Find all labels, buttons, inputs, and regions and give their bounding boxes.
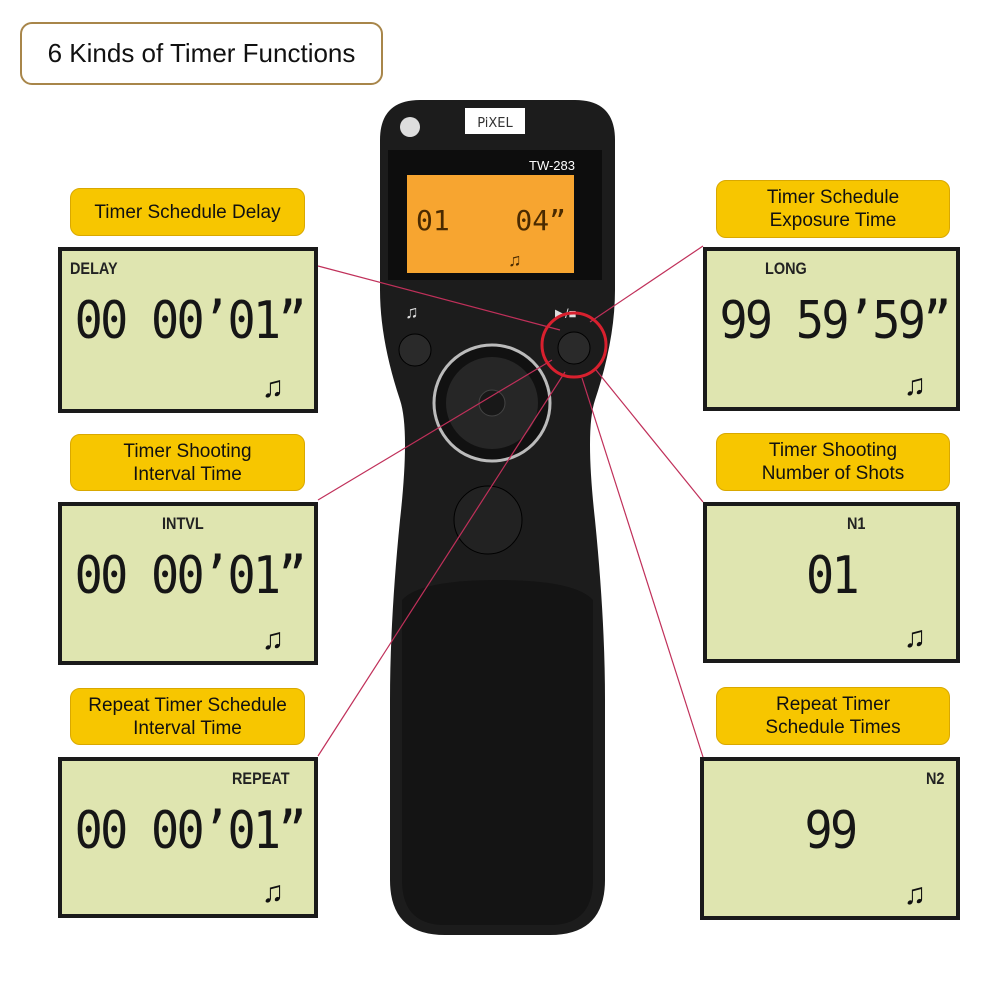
sound-button-icon: ♫ <box>405 302 419 322</box>
pointer-line <box>595 369 704 503</box>
remote-lcd <box>407 175 574 273</box>
pointer-line <box>589 245 704 323</box>
label-exposure-time: Timer Schedule Exposure Time <box>716 180 950 238</box>
label-number-of-shots: Timer Shooting Number of Shots <box>716 433 950 491</box>
lcd-mode: REPEAT <box>232 769 290 788</box>
shutter-button <box>453 485 523 555</box>
lcd-long: LONG 99 59’59” ♫ <box>703 247 960 411</box>
music-note-icon: ♫ <box>903 621 927 654</box>
music-note-icon: ♫ <box>903 369 927 402</box>
lcd-delay: DELAY 00 00’01” ♫ <box>58 247 318 413</box>
remote-control: PiXEL TW-283 01 04” ♫ ♫ ▶/■ <box>380 100 615 935</box>
lcd-mode: N1 <box>847 514 866 533</box>
label-timer-shooting-interval: Timer Shooting Interval Time <box>70 434 305 491</box>
lcd-value: 99 59’59” <box>719 291 951 351</box>
led-icon <box>400 117 420 137</box>
music-note-icon: ♫ <box>261 876 285 909</box>
grip <box>402 580 593 925</box>
remote-lcd-right: 04” <box>515 204 566 237</box>
lcd-value: 99 <box>804 801 859 861</box>
brand-logo <box>465 108 525 134</box>
music-note-icon: ♫ <box>508 250 522 270</box>
music-note-icon: ♫ <box>261 623 285 656</box>
remote-lcd-left: 01 <box>416 204 450 237</box>
pointer-line <box>581 377 704 758</box>
title-box: 6 Kinds of Timer Functions <box>20 22 383 85</box>
lcd-n2: N2 99 ♫ <box>700 757 960 920</box>
lcd-value: 00 00’01” <box>74 546 307 606</box>
lcd-intvl: INTVL 00 00’01” ♫ <box>58 502 318 665</box>
pointer-line <box>317 371 566 757</box>
lcd-value: 00 00’01” <box>74 801 307 861</box>
label-repeat-interval: Repeat Timer Schedule Interval Time <box>70 688 305 745</box>
start-stop-button <box>557 331 591 365</box>
model-text: TW-283 <box>529 158 575 173</box>
lcd-value: 01 <box>806 546 860 606</box>
lcd-value: 00 00’01” <box>74 291 307 351</box>
lcd-mode: DELAY <box>70 259 118 278</box>
highlight-circle <box>540 311 608 379</box>
lcd-n1: N1 01 ♫ <box>703 502 960 663</box>
lcd-mode: INTVL <box>162 514 204 533</box>
pointer-line <box>317 359 553 501</box>
music-note-icon: ♫ <box>903 878 927 911</box>
lcd-mode: N2 <box>926 769 945 788</box>
pointer-line <box>317 265 561 331</box>
brand-text: PiXEL <box>477 116 513 131</box>
label-repeat-times: Repeat Timer Schedule Times <box>716 687 950 745</box>
music-note-icon: ♫ <box>261 371 285 404</box>
lcd-repeat: REPEAT 00 00’01” ♫ <box>58 757 318 918</box>
label-timer-schedule-delay: Timer Schedule Delay <box>70 188 305 236</box>
lcd-mode: LONG <box>765 259 807 278</box>
sound-button <box>398 333 432 367</box>
